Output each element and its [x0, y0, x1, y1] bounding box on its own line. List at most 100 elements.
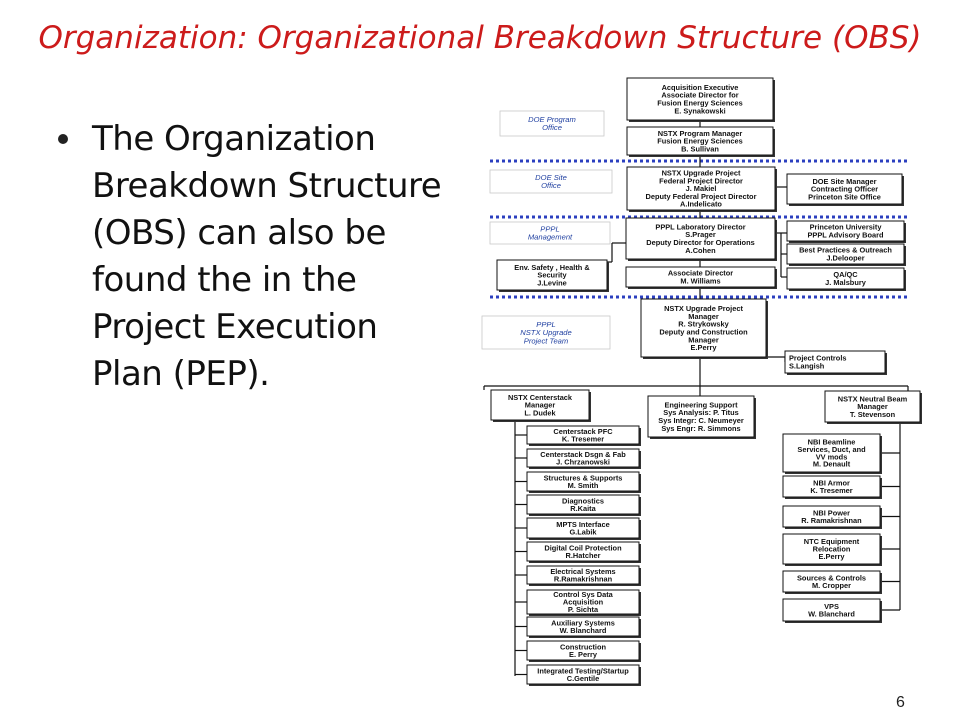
neutral-beam-item-box-text: Sources & Controls: [797, 573, 866, 582]
federal-project-director-box-text: A.Indelicato: [680, 200, 722, 209]
project-manager-box-text: R. Strykowsky: [678, 320, 729, 329]
qa-qc-box-frame: [786, 267, 905, 290]
acquisition-executive-box-text: Associate Director for: [661, 91, 738, 100]
centerstack-item-box-frame: [526, 471, 640, 492]
doe-program-office-label-text: DOE Program: [528, 115, 576, 124]
centerstack-item-box-text: Structures & Supports: [544, 473, 623, 482]
associate-director-box-text: M. Williams: [680, 277, 720, 286]
env-safety-health-box-text: J.Levine: [537, 278, 567, 287]
neutral-beam-item-box-text: M. Denault: [813, 460, 851, 469]
centerstack-manager-box-text: Manager: [525, 401, 556, 410]
neutral-beam-item-box-frame: [782, 433, 881, 473]
neutral-beam-item-box-text: M. Cropper: [812, 581, 851, 590]
program-manager-box-frame: [626, 126, 774, 156]
centerstack-item-box-text: G.Labik: [569, 527, 597, 536]
best-practices-box-text: Best Practices & Outreach: [799, 246, 892, 255]
neutral-beam-item-box-frame: [782, 505, 881, 528]
program-manager-box-text: Fusion Energy Sciences: [657, 137, 742, 146]
centerstack-item-box-frame: [526, 541, 640, 562]
neutral-beam-manager-box-text: NSTX Neutral Beam: [838, 394, 908, 403]
pppl-nstx-project-team-label-frame: [481, 315, 611, 350]
pppl-nstx-project-team-label-text: NSTX Upgrade: [520, 328, 572, 337]
neutral-beam-item-box-text: Relocation: [813, 545, 851, 554]
doe-site-manager-box-text: Contracting Officer: [811, 185, 878, 194]
neutral-beam-item-box-frame: [782, 475, 881, 498]
bullet-text: The Organization Breakdown Structure (OB…: [92, 119, 442, 394]
project-controls-box-frame: [784, 350, 886, 374]
centerstack-item-box-text: Digital Coil Protection: [544, 543, 622, 552]
best-practices-box-text: J.Delooper: [826, 254, 864, 263]
centerstack-item-box-frame: [526, 494, 640, 515]
centerstack-item-box-frame: [526, 589, 640, 615]
centerstack-manager-box-text: L. Dudek: [524, 408, 556, 417]
program-manager-box-text: B. Sullivan: [681, 144, 719, 153]
centerstack-item-box-frame: [526, 425, 640, 445]
neutral-beam-item-box-text: NBI Armor: [813, 478, 850, 487]
neutral-beam-item-box-text: NTC Equipment: [804, 537, 860, 546]
env-safety-health-box-text: Security: [537, 271, 567, 280]
acquisition-executive-box-text: Acquisition Executive: [662, 83, 739, 92]
doe-site-manager-box-text: DOE Site Manager: [812, 177, 876, 186]
centerstack-item-box-frame: [526, 517, 640, 539]
engineering-support-box-text: Engineering Support: [664, 400, 738, 409]
federal-project-director-box-text: NSTX Upgrade Project: [662, 169, 741, 178]
pppl-nstx-project-team-label-text: Project Team: [524, 336, 568, 345]
acquisition-executive-box-text: E. Synakowski: [674, 106, 725, 115]
princeton-university-box-text: Princeton University: [810, 223, 883, 232]
centerstack-manager-box-text: NSTX Centerstack: [508, 393, 573, 402]
centerstack-item-box-frame: [526, 640, 640, 661]
centerstack-item-box-frame: [526, 664, 640, 685]
doe-program-office-label-frame: [499, 110, 605, 137]
laboratory-director-box-text: PPPL Laboratory Director: [655, 222, 745, 231]
laboratory-director-box-text: A.Cohen: [685, 246, 716, 255]
centerstack-item-box-text: Control Sys Data: [553, 590, 613, 599]
neutral-beam-manager-box-text: T. Stevenson: [850, 410, 896, 419]
project-manager-box-frame: [640, 298, 767, 358]
centerstack-item-box-text: Electrical Systems: [550, 567, 615, 576]
project-manager-box-text: E.Perry: [691, 343, 718, 352]
princeton-university-box-text: PPPL Advisory Board: [808, 231, 884, 240]
neutral-beam-item-box-text: R. Ramakrishnan: [801, 516, 862, 525]
centerstack-item-box-text: Centerstack Dsgn & Fab: [540, 450, 626, 459]
federal-project-director-box-text: Federal Project Director: [659, 176, 743, 185]
project-manager-box-text: NSTX Upgrade Project: [664, 304, 743, 313]
centerstack-item-box-text: MPTS Interface: [556, 520, 609, 529]
neutral-beam-item-box-text: W. Blanchard: [808, 609, 855, 618]
qa-qc-box: QA/QCJ. Malsbury: [786, 267, 906, 291]
centerstack-manager-box-frame: [490, 389, 590, 421]
doe-site-manager-box-frame: [786, 173, 903, 205]
best-practices-box-frame: [786, 243, 905, 265]
engineering-support-box-text: Sys Integr: C. Neumeyer: [658, 416, 744, 425]
engineering-support-box-text: Sys Engr: R. Simmons: [661, 424, 740, 433]
engineering-support-box-text: Sys Analysis: P. Titus: [663, 408, 738, 417]
centerstack-item-box-text: R.Hatcher: [566, 551, 601, 560]
pppl-nstx-project-team-label-text: PPPL: [536, 320, 555, 329]
doe-site-manager-box-text: Princeton Site Office: [808, 192, 881, 201]
slide-title: Organization: Organizational Breakdown S…: [38, 20, 922, 56]
neutral-beam-manager-box-text: Manager: [857, 402, 888, 411]
laboratory-director-box-frame: [625, 217, 776, 260]
pppl-management-label-text: Management: [528, 233, 573, 242]
